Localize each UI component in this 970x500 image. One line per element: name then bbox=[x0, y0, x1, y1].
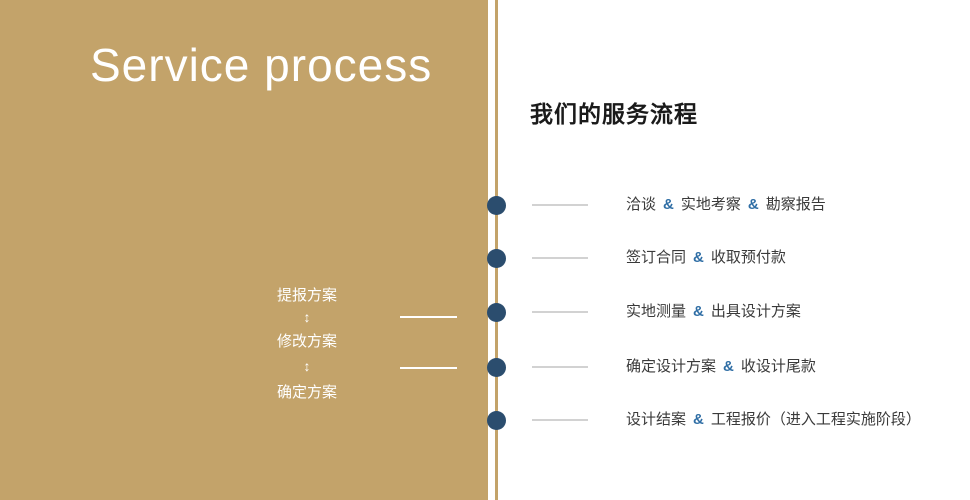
section-title: 我们的服务流程 bbox=[530, 101, 698, 127]
timeline-dot bbox=[487, 358, 506, 377]
ampersand: & bbox=[747, 196, 759, 213]
updown-arrow-icon: ↕ bbox=[303, 309, 311, 325]
left-panel: Service process 提报方案 ↕ 修改方案 ↕ 确定方案 bbox=[0, 0, 488, 500]
lead-line bbox=[532, 311, 588, 313]
process-step-row: 签订合同&收取预付款 bbox=[0, 247, 970, 269]
timeline-dot bbox=[487, 411, 506, 430]
step-part: 出具设计方案 bbox=[710, 303, 801, 320]
step-part: 勘察报告 bbox=[765, 196, 826, 213]
step-part: 工程报价（进入工程实施阶段） bbox=[710, 411, 921, 428]
ampersand: & bbox=[693, 249, 704, 266]
lead-line bbox=[532, 419, 588, 421]
step-part: 确定设计方案 bbox=[626, 358, 717, 375]
ampersand: & bbox=[693, 411, 704, 428]
process-step-row: 洽谈&实地考察&勘察报告 bbox=[0, 194, 970, 216]
step-part: 收取预付款 bbox=[710, 249, 786, 266]
step-part: 设计结案 bbox=[626, 411, 687, 428]
flow-step-revise: 修改方案 bbox=[276, 333, 337, 350]
updown-arrow-icon: ↕ bbox=[303, 358, 311, 374]
flow-connector-line bbox=[400, 316, 457, 318]
ampersand: & bbox=[663, 196, 674, 213]
plan-revision-flow: 提报方案 ↕ 修改方案 ↕ 确定方案 bbox=[247, 0, 367, 500]
timeline-dot bbox=[487, 196, 506, 215]
lead-line bbox=[532, 257, 588, 259]
step-part: 签订合同 bbox=[626, 249, 687, 266]
flow-connector-line bbox=[400, 367, 457, 369]
step-text: 洽谈&实地考察&勘察报告 bbox=[626, 194, 826, 216]
timeline-dot bbox=[487, 249, 506, 268]
ampersand: & bbox=[693, 303, 704, 320]
step-text: 确定设计方案&收设计尾款 bbox=[626, 356, 816, 378]
timeline-dot bbox=[487, 303, 506, 322]
step-text: 签订合同&收取预付款 bbox=[626, 247, 786, 269]
flow-step-submit: 提报方案 bbox=[276, 287, 337, 304]
step-text: 设计结案&工程报价（进入工程实施阶段） bbox=[626, 409, 921, 431]
process-step-row: 确定设计方案&收设计尾款 bbox=[0, 356, 970, 378]
flow-step-confirm: 确定方案 bbox=[276, 384, 337, 401]
step-part: 收设计尾款 bbox=[740, 358, 816, 375]
step-part: 洽谈 bbox=[626, 196, 657, 213]
page-title: Service process bbox=[90, 39, 433, 91]
process-step-row: 实地测量&出具设计方案 bbox=[0, 301, 970, 323]
ampersand: & bbox=[723, 358, 734, 375]
step-part: 实地测量 bbox=[626, 303, 687, 320]
lead-line bbox=[532, 366, 588, 368]
lead-line bbox=[532, 204, 588, 206]
step-text: 实地测量&出具设计方案 bbox=[626, 301, 801, 323]
process-step-row: 设计结案&工程报价（进入工程实施阶段） bbox=[0, 409, 970, 431]
step-part: 实地考察 bbox=[680, 196, 741, 213]
